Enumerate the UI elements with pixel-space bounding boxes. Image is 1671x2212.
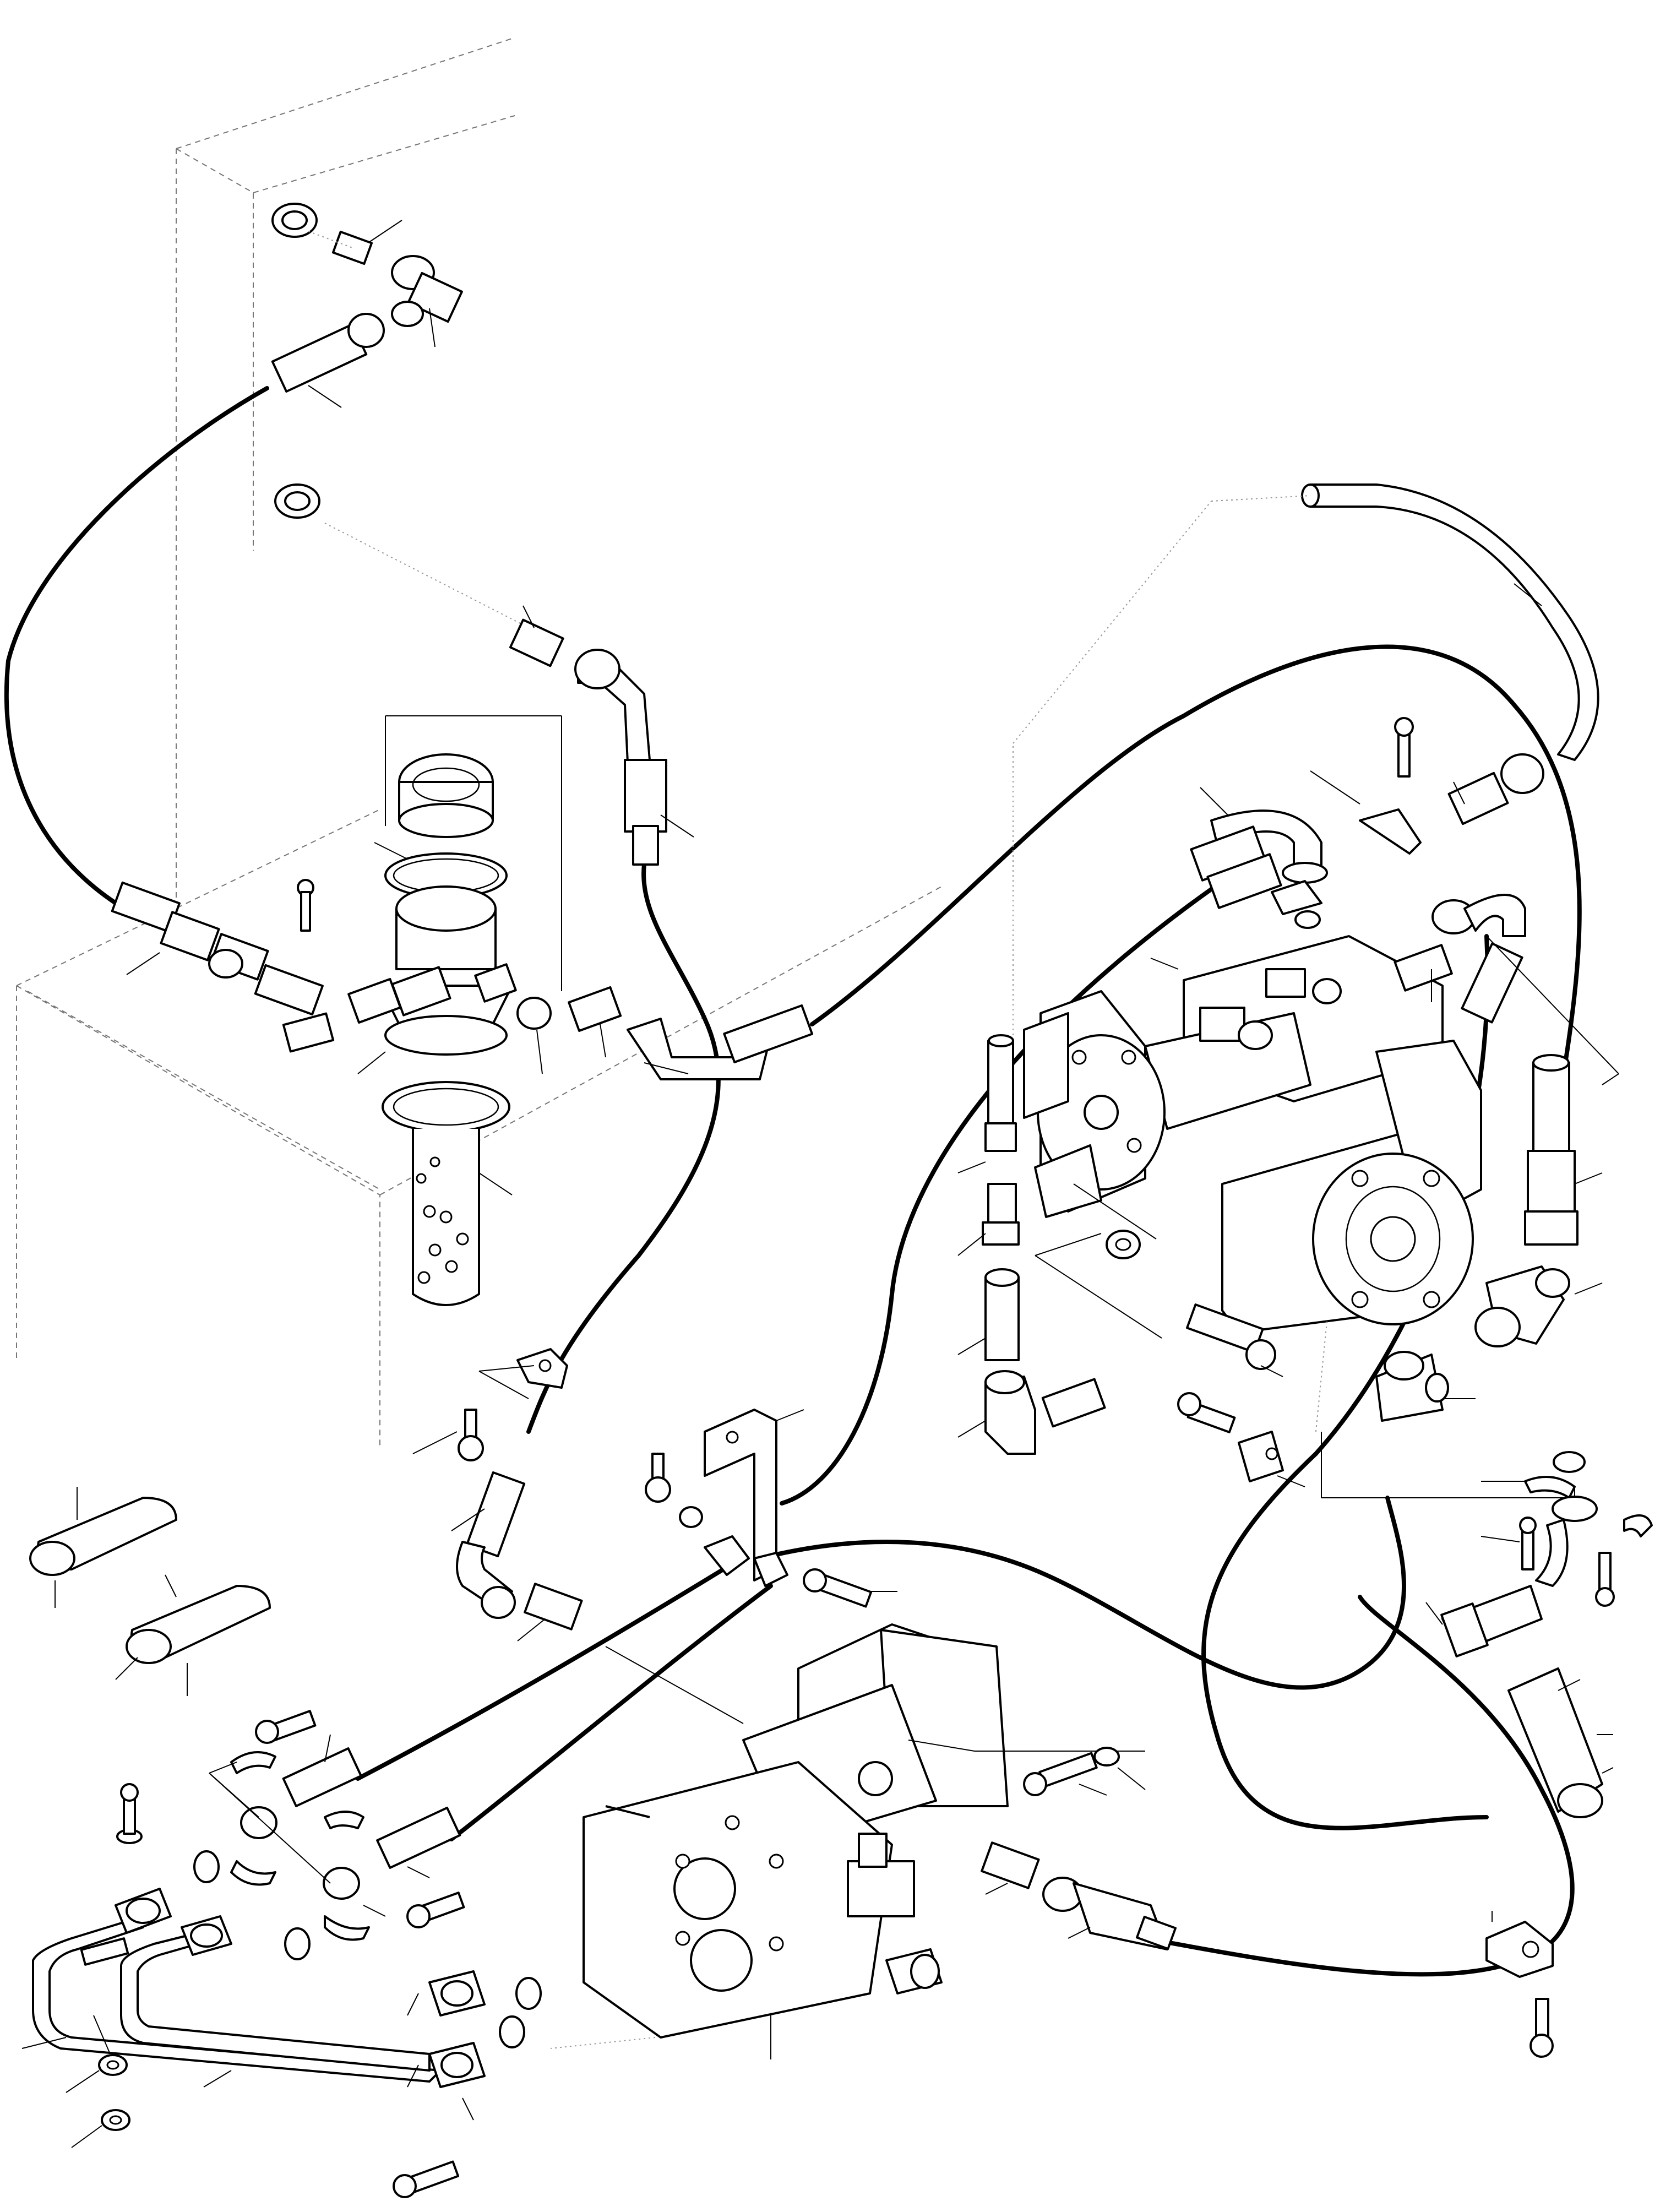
bracket-center: [605, 1409, 897, 1724]
hose-mid-crossing: [780, 868, 1241, 1506]
pump-fittings-column: [957, 1034, 1162, 1455]
hose-end-upper: [271, 313, 385, 393]
tube-half-right: [1507, 1667, 1614, 1818]
elbow-hose-mid: [451, 1471, 583, 1642]
bolt-filter: [297, 879, 314, 932]
lower-left-hardware: [66, 2054, 460, 2198]
pump-hardware: [1106, 1230, 1305, 1487]
right-fittings-column: [1321, 1054, 1603, 1498]
hose-tank-to-filter: [4, 386, 269, 905]
bottom-pump: [550, 1623, 1145, 2059]
main-pump-right: [1023, 935, 1482, 1432]
hose-pump-to-block: [758, 1496, 1406, 1690]
tank-port-upper: [271, 203, 463, 327]
tee-fittings-left: [111, 881, 814, 1080]
hose-lower-left-2: [449, 1584, 773, 1841]
right-lower-clamps: [1425, 1451, 1653, 1657]
tank-port-lower: [274, 483, 320, 519]
bottom-pump-fittings: [981, 1747, 1177, 1950]
hose-upper-loop: [810, 644, 1582, 1076]
manifold-pipes-left: [21, 1783, 650, 2121]
clamp-mid: [412, 1348, 568, 1461]
hose-suction-to-pump: [526, 862, 721, 1434]
suction-fitting: [509, 605, 694, 866]
hose-lower-left: [356, 1562, 734, 1781]
upper-right-hose: [1013, 483, 1599, 1035]
tube-halves-left: [29, 1487, 271, 1696]
right-bottom-clamp: [1485, 1911, 1554, 2058]
leader-lines-top: [308, 220, 540, 634]
mid-right-fittings: [1394, 894, 1619, 1085]
tank-outline-upper: [176, 38, 515, 909]
filter-assembly: [374, 715, 562, 1306]
lower-left-hose-ends: [193, 1710, 542, 2048]
hose-bottom-right: [1143, 1595, 1575, 1977]
